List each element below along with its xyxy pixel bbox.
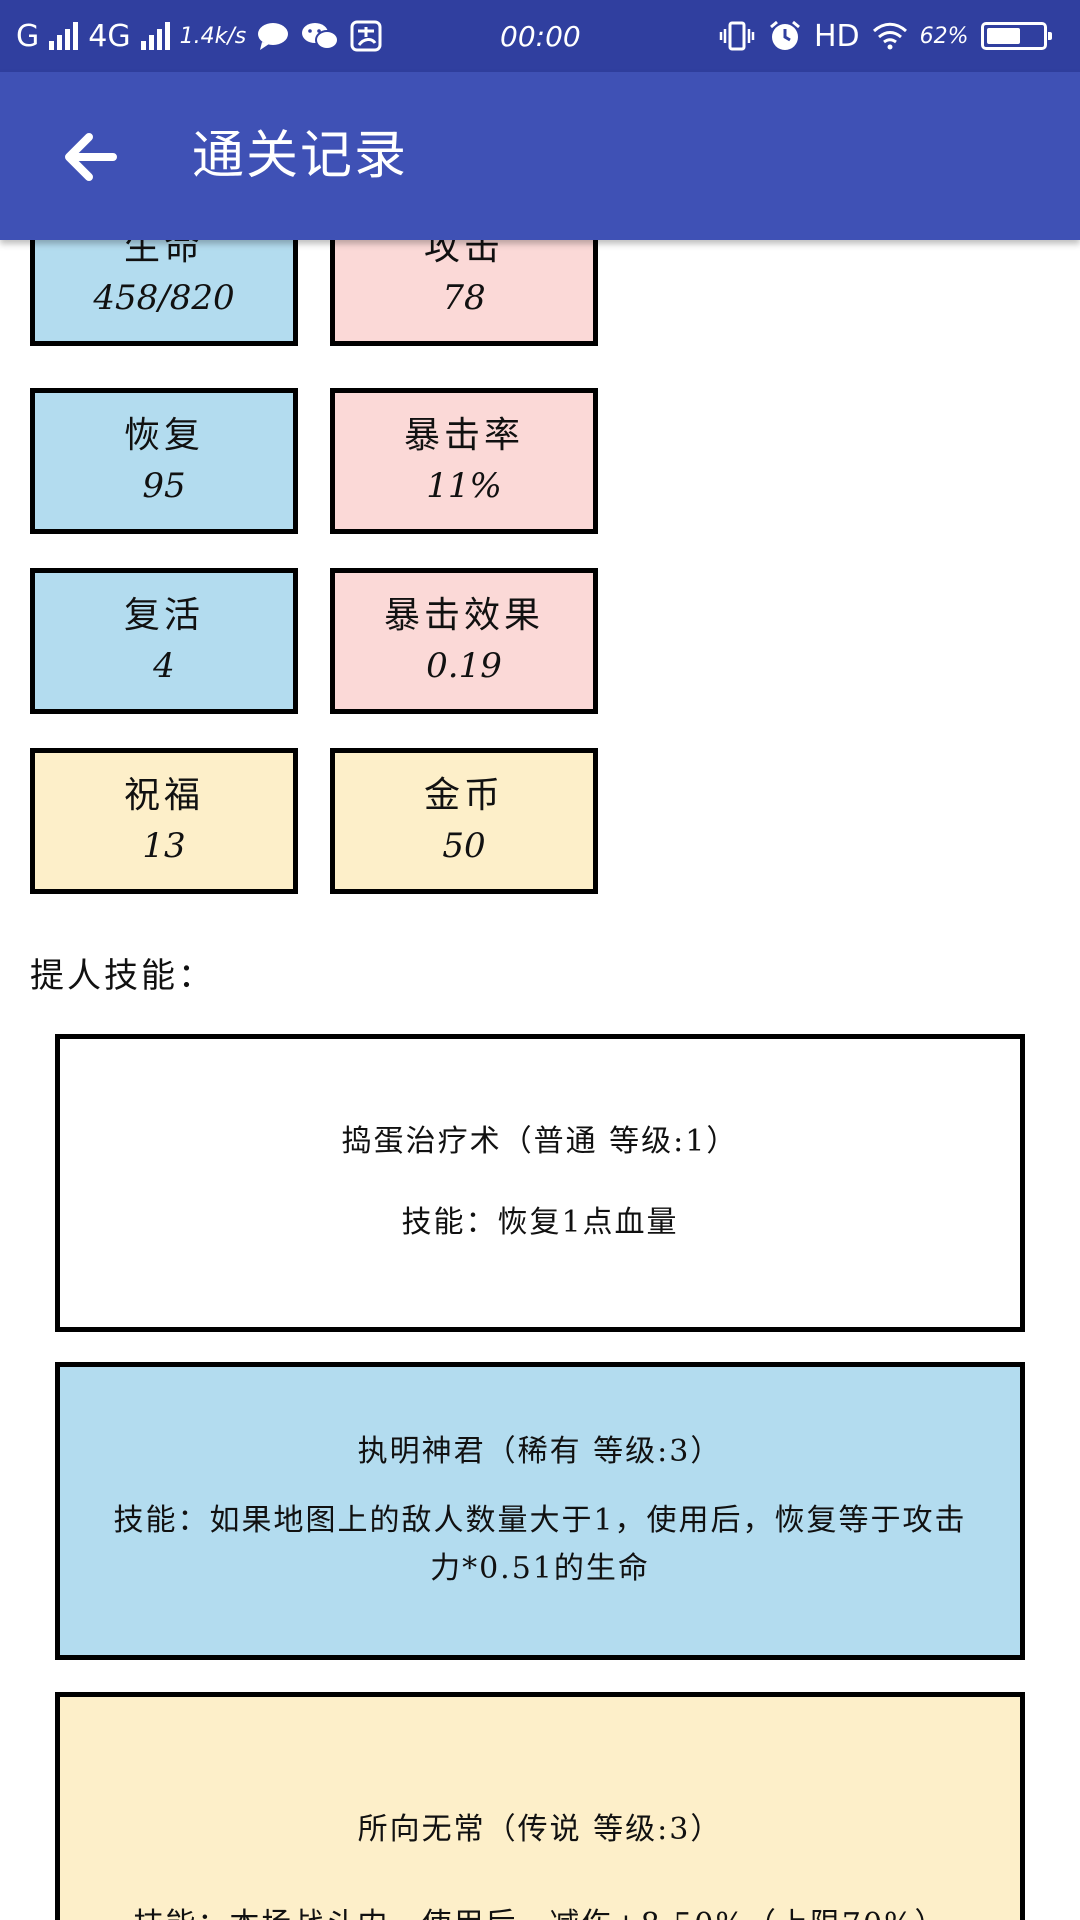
record-content[interactable]: 生命 458/820 攻击 78 恢复 95 暴击率 11% 复活 4 暴击效果… [0, 240, 1080, 1920]
stat-label: 暴击效果 [383, 595, 544, 636]
stat-card-hp: 生命 458/820 [30, 240, 298, 346]
skill-name: 所向无常（传说 等级:3） [357, 1812, 723, 1847]
stat-label: 暴击率 [403, 415, 524, 456]
stat-card-revive: 复活 4 [30, 568, 298, 714]
battery-percent: 62% [919, 23, 969, 49]
stat-card-recovery: 恢复 95 [30, 388, 298, 534]
stat-card-crit-rate: 暴击率 11% [330, 388, 598, 534]
wifi-icon [872, 22, 908, 50]
arrow-back-icon [65, 133, 117, 181]
stat-label: 生命 [123, 240, 204, 268]
skill-desc: 技能：本场战斗内，使用后，减伤+8.50%（上限70%） [133, 1901, 946, 1920]
hd-label: HD [814, 18, 860, 54]
stat-value: 4 [153, 646, 175, 686]
carrier-label: G [16, 18, 40, 54]
skills-section-label: 提人技能： [30, 956, 215, 996]
stat-label: 恢复 [123, 415, 204, 456]
skill-desc: 技能：恢复1点血量 [401, 1205, 679, 1240]
network-speed: 1.4k/s [179, 23, 247, 49]
clock-text: 00:00 [500, 19, 581, 53]
battery-icon [980, 22, 1052, 50]
stat-card-attack: 攻击 78 [330, 240, 598, 346]
stat-card-blessing: 祝福 13 [30, 748, 298, 894]
alarm-icon [768, 19, 802, 53]
skill-name: 捣蛋治疗术（普通 等级:1） [341, 1124, 739, 1159]
page-title: 通关记录 [192, 126, 409, 186]
skill-desc: 技能：如果地图上的敌人数量大于1，使用后，恢复等于攻击力*0.51的生命 [113, 1503, 967, 1586]
stat-value: 95 [142, 466, 186, 506]
status-time: 00:00 [500, 0, 581, 72]
skill-card-legendary: 所向无常（传说 等级:3） 技能：本场战斗内，使用后，减伤+8.50%（上限70… [55, 1692, 1025, 1920]
skill-card-rare: 执明神君（稀有 等级:3） 技能：如果地图上的敌人数量大于1，使用后，恢复等于攻… [55, 1362, 1025, 1660]
stat-label: 金币 [423, 775, 504, 816]
status-left: G 4G 1.4k/s [16, 0, 382, 72]
stat-card-gold: 金币 50 [330, 748, 598, 894]
wechat-icon [300, 20, 340, 52]
stat-label: 攻击 [423, 240, 504, 268]
vibrate-icon [718, 20, 756, 52]
stat-value: 458/820 [93, 278, 235, 318]
stat-label: 复活 [123, 595, 204, 636]
status-right: HD 62% [718, 0, 1052, 72]
skill-card-common: 捣蛋治疗术（普通 等级:1） 技能：恢复1点血量 [55, 1034, 1025, 1332]
stat-card-crit-effect: 暴击效果 0.19 [330, 568, 598, 714]
signal-icon [49, 22, 79, 50]
back-button[interactable] [40, 112, 140, 202]
stat-label: 祝福 [123, 775, 204, 816]
alipay-icon [350, 20, 382, 52]
stat-value: 50 [442, 826, 486, 866]
app-toolbar: 通关记录 [0, 72, 1080, 240]
status-bar: G 4G 1.4k/s 00:00 HD 62% [0, 0, 1080, 72]
stat-value: 78 [442, 278, 486, 318]
stat-value: 11% [426, 466, 502, 506]
skill-name: 执明神君（稀有 等级:3） [357, 1434, 723, 1469]
message-icon [256, 21, 290, 51]
stat-value: 0.19 [426, 646, 502, 686]
network-label: 4G [88, 18, 131, 54]
signal-icon-2 [140, 22, 170, 50]
stat-value: 13 [142, 826, 186, 866]
